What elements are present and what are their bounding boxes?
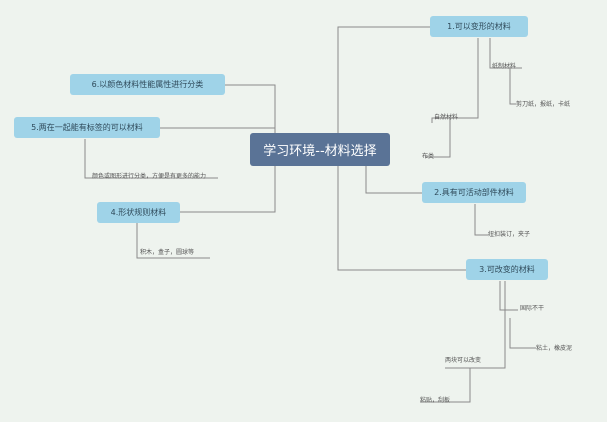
- branch-deformable-materials[interactable]: 1.可以变形的材料: [430, 16, 528, 37]
- leaf-clay-plasticine[interactable]: 粘土，橡皮泥: [536, 344, 573, 352]
- leaf-paper-materials[interactable]: 纸制材料: [492, 62, 517, 70]
- leaf-buttons-clips[interactable]: 纽扣装订，夹子: [488, 230, 531, 238]
- leaf-natural-materials[interactable]: 自然材料: [434, 113, 459, 121]
- leaf-not-dry[interactable]: 国际不干: [520, 304, 545, 312]
- leaf-fabric[interactable]: 布类: [422, 152, 435, 160]
- branch-labelled-materials[interactable]: 5.两在一起能有标签的可以材料: [14, 117, 160, 138]
- central-topic[interactable]: 学习环境--材料选择: [250, 133, 390, 166]
- leaf-paper-types[interactable]: 剪刀纸，报纸，卡纸: [516, 100, 571, 108]
- leaf-blocks-boxes-balls[interactable]: 积木，盒子，圆球等: [140, 248, 195, 256]
- branch-classification-by-properties[interactable]: 6.以颜色材料性能属性进行分类: [70, 74, 225, 95]
- branch-regular-shape-materials[interactable]: 4.形状规则材料: [97, 202, 180, 223]
- leaf-two-changeable[interactable]: 两块可以改变: [445, 356, 482, 364]
- leaf-classify-by-color[interactable]: 颜色或图形进行分类，方便是有更多的能力: [92, 172, 207, 180]
- branch-movable-parts-materials[interactable]: 2.具有可活动部件材料: [422, 182, 526, 203]
- branch-changeable-materials[interactable]: 3.可改变的材料: [466, 259, 548, 280]
- leaf-paste-scraper[interactable]: 粘贴，刮板: [420, 396, 451, 404]
